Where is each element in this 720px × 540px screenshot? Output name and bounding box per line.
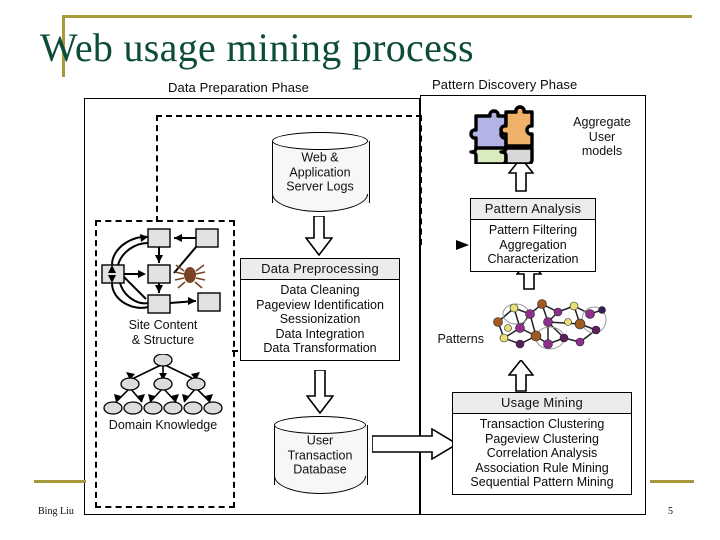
domain-knowledge-tree	[102, 354, 224, 418]
list-item: Aggregation	[499, 237, 567, 252]
list-item: Sessionization	[279, 312, 361, 326]
page-title: Web usage mining process	[40, 25, 474, 70]
arrow-pattern-analysis-to-aggregate-models	[508, 158, 534, 192]
web-crawler-spider-icon	[174, 264, 206, 289]
pattern-analysis-box[interactable]: Pattern Analysis Pattern Filtering Aggre…	[470, 198, 596, 272]
pattern-discovery-panel	[420, 95, 646, 515]
list-item: Transaction Clustering	[479, 417, 605, 431]
list-item: Characterization	[487, 252, 579, 266]
data-preprocessing-items: Data Cleaning Pageview Identification Se…	[241, 280, 399, 360]
list-item: Data Integration	[275, 326, 365, 341]
patterns-network-graphic	[484, 292, 612, 358]
arrow-database-to-usage-mining	[372, 428, 458, 460]
footer-author: Bing Liu	[38, 506, 74, 517]
user-transaction-database-label: User Transaction Database	[287, 433, 353, 477]
list-item: Association Rule Mining	[475, 460, 609, 475]
list-item: Correlation Analysis	[486, 446, 598, 460]
cylinder-bottom	[272, 194, 368, 212]
footer-page-number: 5	[668, 506, 673, 517]
aggregate-user-models-puzzle-icon	[466, 104, 552, 164]
cylinder-body	[274, 425, 368, 485]
arrow-preprocessing-to-database	[306, 370, 334, 414]
web-usage-mining-diagram: Data Preparation Phase Pattern Discovery…	[0, 70, 720, 520]
footer-rule-left	[34, 480, 86, 483]
site-content-label: Site Content & Structure	[128, 318, 198, 347]
server-logs-label: Web & Application Server Logs	[286, 150, 354, 194]
dashed-connector-vertical-right	[420, 115, 422, 245]
patterns-label: Patterns	[437, 332, 484, 346]
cylinder-body	[272, 141, 370, 203]
usage-mining-items: Transaction Clustering Pageview Clusteri…	[453, 414, 631, 494]
site-content-domain-group	[95, 220, 235, 508]
list-item: Pattern Filtering	[488, 223, 578, 237]
data-preprocessing-box[interactable]: Data Preprocessing Data Cleaning Pagevie…	[240, 258, 400, 361]
usage-mining-box[interactable]: Usage Mining Transaction Clustering Page…	[452, 392, 632, 495]
arrow-logs-to-preprocessing	[305, 216, 333, 256]
list-item: Pageview Clustering	[485, 431, 599, 446]
list-item: Pageview Identification	[256, 297, 384, 312]
phase-label-data-preparation: Data Preparation Phase	[168, 80, 309, 95]
list-item: Sequential Pattern Mining	[470, 475, 614, 489]
phase-label-pattern-discovery: Pattern Discovery Phase	[432, 77, 578, 92]
data-preprocessing-header: Data Preprocessing	[241, 259, 399, 280]
top-rule-tick	[62, 15, 65, 77]
site-structure-graph	[100, 225, 226, 317]
pattern-analysis-items: Pattern Filtering Aggregation Characteri…	[471, 220, 595, 271]
data-preparation-panel	[84, 98, 420, 515]
arrow-head-to-pattern-analysis	[456, 238, 472, 252]
pattern-analysis-header: Pattern Analysis	[471, 199, 595, 220]
list-item: Data Cleaning	[280, 283, 360, 297]
cylinder-bottom	[274, 476, 366, 494]
top-rule	[62, 15, 692, 18]
domain-knowledge-label: Domain Knowledge	[108, 418, 218, 432]
dashed-connector-horizontal	[156, 115, 422, 117]
cylinder-top	[274, 416, 366, 434]
arrow-usage-mining-to-patterns	[508, 360, 534, 392]
cylinder-top	[272, 132, 368, 150]
web-application-server-logs-store: Web & Application Server Logs	[272, 132, 370, 212]
aggregate-user-models-label: Aggregate User models	[573, 115, 631, 158]
dashed-connector-vertical-left	[156, 115, 158, 222]
usage-mining-header: Usage Mining	[453, 393, 631, 414]
user-transaction-database-store: User Transaction Database	[274, 416, 368, 494]
list-item: Data Transformation	[263, 341, 377, 355]
footer-rule-right	[650, 480, 694, 483]
